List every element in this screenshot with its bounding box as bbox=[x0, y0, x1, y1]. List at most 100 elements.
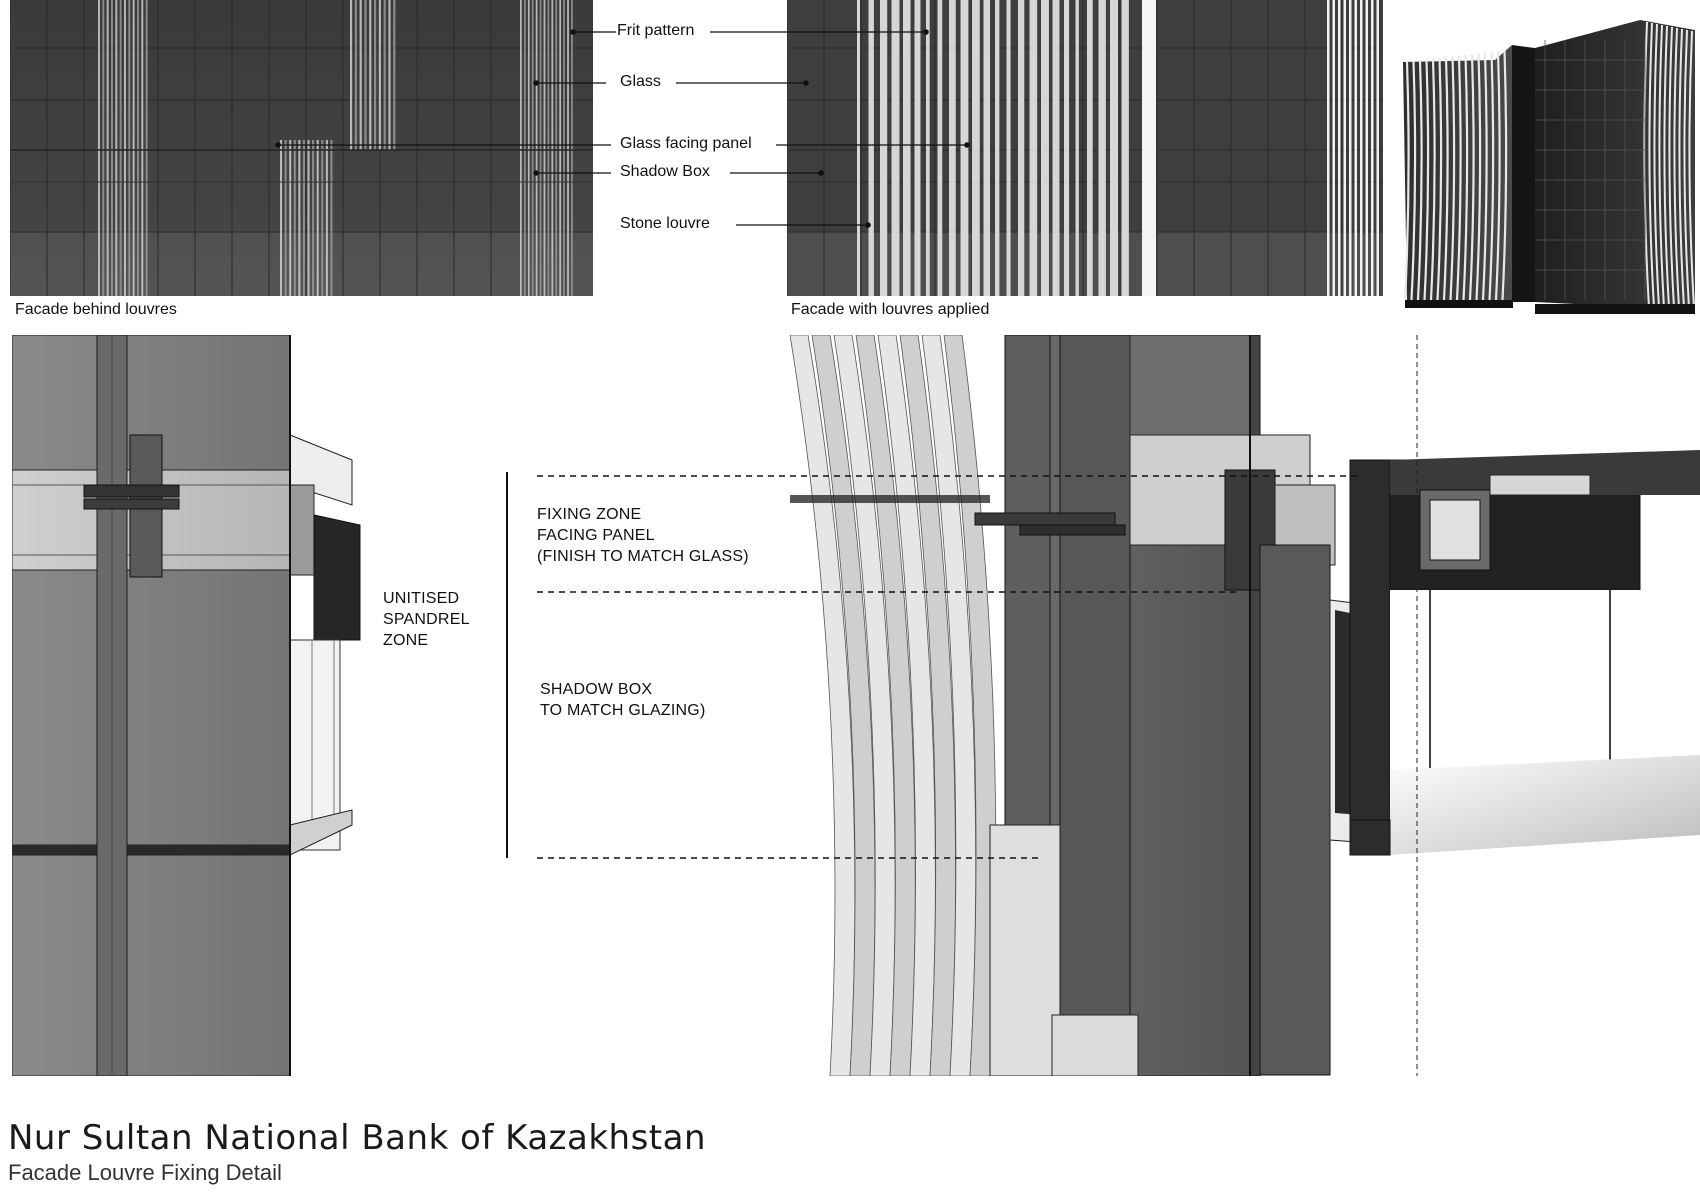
building-louvre bbox=[1658, 24, 1665, 309]
frit-stripe bbox=[520, 0, 522, 296]
facade-with-svg bbox=[787, 0, 1383, 296]
frit-stripe bbox=[284, 140, 287, 296]
building-louvre bbox=[1673, 27, 1680, 309]
frit-stripe bbox=[98, 0, 100, 296]
stone-louvre bbox=[880, 0, 888, 296]
frit-stripe bbox=[364, 0, 367, 150]
frit-stripe bbox=[563, 0, 565, 296]
stone-louvre-fin bbox=[921, 335, 977, 1076]
building-louvre bbox=[1663, 25, 1670, 309]
frit-stripe bbox=[543, 0, 546, 296]
spandrel-svg bbox=[12, 335, 361, 1076]
building-louvre bbox=[1648, 22, 1655, 309]
note-shadow-box: SHADOW BOX TO MATCH GLAZING) bbox=[540, 681, 706, 719]
frit-stripe bbox=[354, 0, 357, 150]
stone-louvre bbox=[1018, 0, 1025, 296]
building-louvre bbox=[1653, 23, 1660, 309]
stone-louvre bbox=[1064, 0, 1070, 296]
building-louvre bbox=[1462, 54, 1469, 301]
frit-stripe bbox=[531, 0, 534, 296]
frit-stripe bbox=[378, 0, 381, 150]
building-louvre bbox=[1678, 28, 1685, 309]
frit-stripe bbox=[307, 140, 310, 296]
stone-louvre-fin bbox=[811, 335, 876, 1076]
frit-stripe bbox=[551, 0, 554, 296]
stone-louvre bbox=[891, 0, 900, 296]
stone-louvre bbox=[926, 0, 930, 296]
frit-stripe bbox=[523, 0, 526, 296]
building-louvre bbox=[1468, 53, 1475, 301]
frit-stripe bbox=[539, 0, 542, 296]
facade-behind-svg bbox=[10, 0, 593, 296]
callout-glass-facing-panel: Glass facing panel bbox=[620, 135, 752, 152]
frit-stripe bbox=[106, 0, 109, 296]
frit-stripe bbox=[128, 0, 131, 296]
stone-louvre bbox=[937, 0, 943, 296]
stone-louvre bbox=[857, 0, 860, 296]
callout-leaders bbox=[275, 29, 970, 228]
building-louvre bbox=[1481, 52, 1488, 301]
frit-stripe bbox=[535, 0, 538, 296]
stone-louvre bbox=[1110, 0, 1118, 296]
frit-stripe bbox=[145, 0, 148, 296]
building-louvre bbox=[1449, 56, 1456, 301]
stone-louvre-fin bbox=[855, 335, 916, 1076]
page-subtitle: Facade Louvre Fixing Detail bbox=[8, 1160, 282, 1185]
frit-stripe bbox=[141, 0, 144, 296]
frit-stripe bbox=[124, 0, 126, 296]
stone-louvre bbox=[1121, 0, 1129, 296]
frit-stripe bbox=[132, 0, 135, 296]
caption-facade-with: Facade with louvres applied bbox=[791, 301, 990, 318]
frit-stripe bbox=[383, 0, 386, 150]
callout-stone-louvre: Stone louvre bbox=[620, 215, 710, 232]
frit-stripe bbox=[312, 140, 315, 296]
frit-stripe bbox=[527, 0, 530, 296]
stone-louvre bbox=[1052, 0, 1060, 296]
building-louvre bbox=[1688, 30, 1695, 309]
stone-louvre-fin bbox=[943, 335, 997, 1076]
frit-stripe bbox=[321, 140, 324, 296]
building-louvre bbox=[1423, 59, 1430, 301]
building-louvre bbox=[1475, 53, 1482, 301]
frit-stripe bbox=[137, 0, 139, 296]
stone-louvre-fin bbox=[877, 335, 936, 1076]
building-louvre bbox=[1683, 29, 1690, 309]
caption-facade-behind: Facade behind louvres bbox=[15, 301, 177, 318]
building-louvre bbox=[1488, 51, 1495, 301]
stone-louvre bbox=[914, 0, 921, 296]
building-massing-render bbox=[1395, 0, 1700, 318]
callout-glass: Glass bbox=[620, 73, 661, 90]
frit-stripe bbox=[571, 0, 573, 296]
callout-frit-pattern: Frit pattern bbox=[617, 22, 695, 39]
stone-louvre bbox=[1338, 0, 1341, 296]
frit-stripe bbox=[388, 0, 391, 150]
fixing-detail-svg bbox=[790, 335, 1700, 1076]
building-louvre bbox=[1668, 26, 1675, 309]
frit-stripe bbox=[359, 0, 362, 150]
frit-stripe bbox=[289, 140, 292, 296]
stone-louvre bbox=[983, 0, 991, 296]
stone-louvre bbox=[1343, 0, 1346, 296]
spandrel-section-render bbox=[12, 335, 370, 1076]
building-louvre bbox=[1501, 49, 1508, 301]
building-louvre bbox=[1416, 60, 1423, 301]
frit-stripe bbox=[559, 0, 562, 296]
frit-stripe bbox=[102, 0, 105, 296]
stone-louvre-fin bbox=[790, 335, 856, 1076]
stone-louvre bbox=[1365, 0, 1368, 296]
frit-stripe bbox=[115, 0, 118, 296]
stone-louvre bbox=[1075, 0, 1079, 296]
building-louvre bbox=[1410, 61, 1417, 301]
stone-louvre bbox=[1349, 0, 1352, 296]
stone-louvre bbox=[1142, 0, 1156, 296]
frit-stripe bbox=[293, 140, 296, 296]
building-louvre bbox=[1643, 21, 1650, 309]
stone-louvre bbox=[1376, 0, 1379, 296]
frit-stripe bbox=[330, 140, 333, 296]
frit-stripe bbox=[567, 0, 569, 296]
building-louvre bbox=[1494, 50, 1501, 301]
frit-stripe bbox=[547, 0, 550, 296]
building-louvre bbox=[1403, 61, 1410, 301]
stone-louvre bbox=[1327, 0, 1330, 296]
stone-louvre bbox=[1332, 0, 1335, 296]
